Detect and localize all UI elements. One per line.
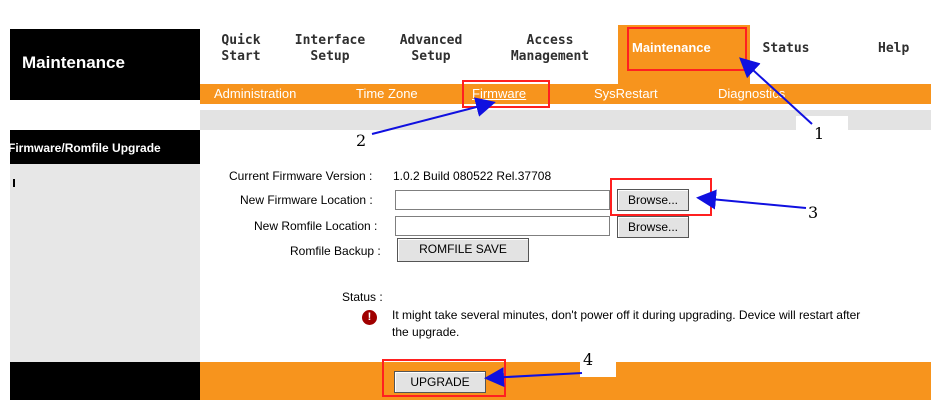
romfile-backup-label: Romfile Backup : — [290, 244, 381, 258]
nav-label: Interface — [294, 33, 366, 48]
nav-label: Management — [510, 49, 590, 64]
status-label: Status : — [342, 290, 383, 304]
status-message-line2: the upgrade. — [392, 325, 460, 339]
arrow-1 — [739, 57, 813, 125]
sidebar-marker — [13, 179, 15, 187]
sidebar-title: Maintenance — [22, 53, 125, 72]
new-romfile-label: New Romfile Location : — [254, 219, 378, 233]
subnav-sysrestart[interactable]: SysRestart — [594, 86, 658, 101]
nav-maintenance-label[interactable]: Maintenance — [632, 40, 711, 55]
section-strip — [200, 110, 931, 130]
nav-quick-start[interactable]: Quick Start — [216, 33, 266, 65]
footer-bar — [200, 362, 931, 400]
romfile-browse-button[interactable]: Browse... — [617, 216, 689, 238]
annotation-1-bg — [796, 116, 848, 142]
subnav-time-zone[interactable]: Time Zone — [356, 86, 418, 101]
nav-access-management[interactable]: Access Management — [498, 33, 602, 65]
nav-label: Advanced — [399, 33, 463, 48]
firmware-version-value: 1.0.2 Build 080522 Rel.37708 — [393, 169, 552, 183]
annotation-4: 4 — [583, 350, 594, 369]
nav-label: Quick — [221, 33, 261, 48]
annotation-box-maintenance — [627, 27, 747, 71]
subnav-bar — [200, 84, 931, 104]
warning-icon: ! — [362, 310, 377, 325]
annotation-3: 3 — [808, 203, 819, 222]
annotation-1: 1 — [814, 124, 825, 143]
annotation-box-firmware — [462, 80, 550, 108]
sidebar-body — [10, 164, 200, 362]
firmware-browse-button[interactable]: Browse... — [617, 189, 689, 211]
new-firmware-input[interactable] — [395, 190, 610, 210]
new-firmware-label: New Firmware Location : — [240, 193, 373, 207]
nav-label: Access — [526, 33, 574, 48]
subnav-administration[interactable]: Administration — [214, 86, 297, 101]
nav-label: Setup — [310, 49, 350, 64]
sidebar-section-bar — [10, 130, 200, 164]
romfile-save-button[interactable]: ROMFILE SAVE — [397, 238, 529, 262]
upgrade-button[interactable]: UPGRADE — [394, 371, 486, 393]
annotation-4-bg — [580, 349, 616, 377]
arrow-4 — [484, 367, 583, 388]
nav-help[interactable]: Help — [878, 41, 910, 56]
annotation-2: 2 — [356, 131, 367, 150]
nav-status[interactable]: Status — [762, 41, 810, 56]
nav-advanced-setup[interactable]: Advanced Setup — [390, 33, 472, 65]
sidebar-footer — [10, 362, 200, 400]
sidebar-gap — [10, 100, 200, 130]
firmware-version-label: Current Firmware Version : — [229, 169, 373, 183]
subnav-firmware[interactable]: Firmware — [472, 86, 527, 101]
arrow-3 — [696, 189, 807, 210]
nav-maintenance-tab[interactable] — [618, 25, 750, 85]
subnav-diagnostics[interactable]: Diagnostics — [718, 86, 786, 101]
sidebar-header — [10, 29, 200, 100]
new-romfile-input[interactable] — [395, 216, 610, 236]
arrow-2 — [371, 97, 496, 135]
status-message-line1: It might take several minutes, don't pow… — [392, 308, 861, 322]
nav-label: Start — [221, 49, 261, 64]
nav-label: Setup — [411, 49, 451, 64]
sidebar-section-title: Firmware/Romfile Upgrade — [8, 141, 161, 155]
nav-interface-setup[interactable]: Interface Setup — [290, 33, 370, 65]
